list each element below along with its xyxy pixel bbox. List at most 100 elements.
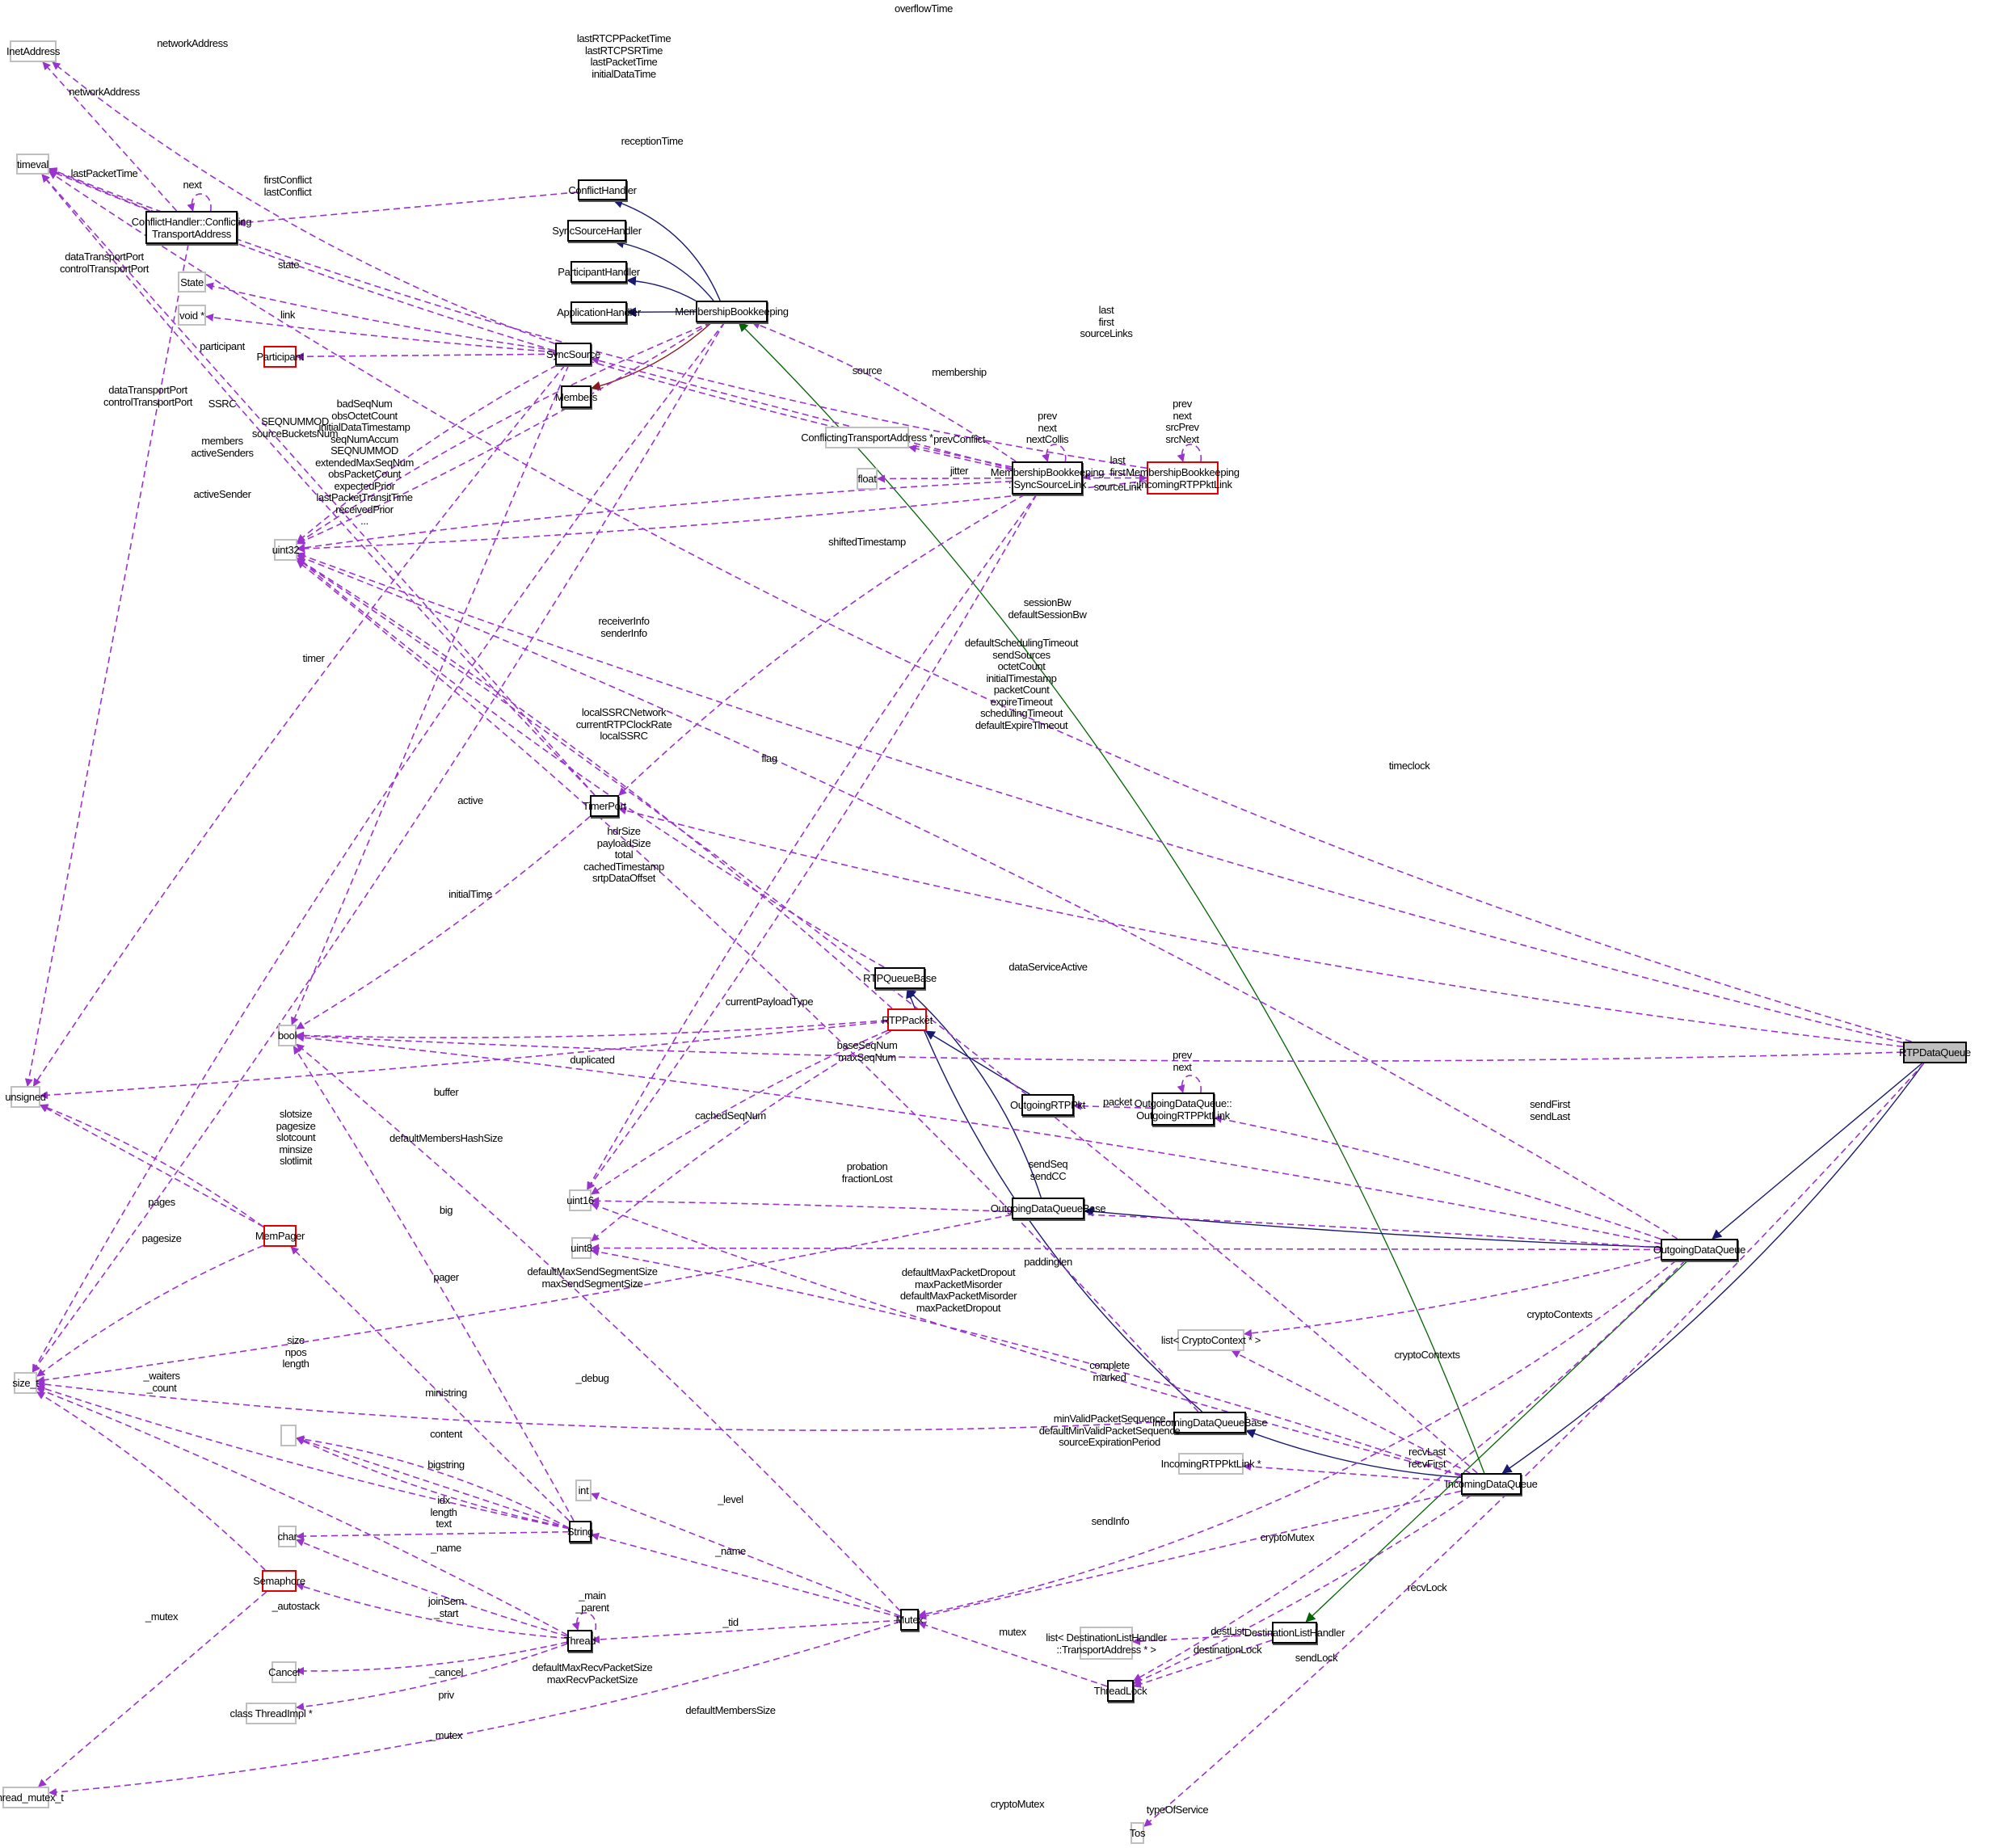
node-incoming-data-queue[interactable]: IncomingDataQueue [1445,1473,1538,1495]
edge-send-seq [591,1197,1661,1249]
edge-tid [592,1619,901,1644]
node-semaphore[interactable]: Semaphore [253,1570,305,1592]
node-unnamed-type[interactable] [280,1425,297,1446]
edge-protected-membership-bookkeeping [738,322,1485,1474]
edge-label-hdr-size-group: hdrSize payloadSize total cachedTimestam… [583,825,664,884]
node-conflicting-transport-address[interactable]: ConflictHandler::Conflicting TransportAd… [132,211,252,244]
node-participant-handler[interactable]: ParticipantHandler [558,261,640,283]
edge-label-shifted-timestamp: shiftedTimestamp [828,536,906,548]
node-class-thread-impl[interactable]: class ThreadImpl * [230,1703,313,1724]
edge-inherit-outgoing-data-queue [1712,1063,1922,1240]
node-size-t[interactable]: size_t [12,1372,39,1394]
edge-label-send-first: sendFirst sendLast [1530,1098,1570,1122]
node-outgoing-data-queue-base[interactable]: OutgoingDataQueueBase [991,1198,1106,1219]
node-timer-port[interactable]: TimerPort [583,795,626,817]
node-outgoing-rtp-pkt[interactable]: OutgoingRTPPkt [1010,1094,1085,1116]
edge-label-idx-length-text: idx length text [430,1494,457,1530]
edge-label-level: _level [718,1493,743,1505]
node-conflicting-transport-address-pointer[interactable]: ConflictingTransportAddress * [801,427,933,448]
edge-label-complete-marked: complete marked [1089,1359,1130,1383]
node-timeval[interactable]: timeval [16,154,49,175]
node-tos[interactable]: Tos [1130,1822,1145,1844]
node-outgoing-rtp-pkt-link[interactable]: OutgoingDataQueue:: OutgoingRTPPktLink [1135,1092,1232,1126]
edge-base-seq-num [587,494,1038,1190]
edge-seqnummod [297,322,712,545]
edge-label-data-transport-port: dataTransportPort controlTransportPort [59,250,149,275]
edge-current-payload-type [591,1030,891,1242]
node-thread[interactable]: Thread [564,1630,596,1652]
node-uint16[interactable]: uint16 [566,1189,594,1211]
edge-data-transport-port [24,243,189,1087]
edge-autostack [36,1387,568,1635]
edge-label-padding-len: paddinglen [1024,1256,1072,1268]
node-state[interactable]: State [178,272,206,293]
node-pthread-mutex-t[interactable]: pthread_mutex_t [0,1787,64,1808]
node-void-pointer[interactable]: void * [178,305,206,326]
node-sync-source[interactable]: SyncSource [546,343,600,365]
node-bool[interactable]: bool [278,1025,297,1046]
edge-label-pages: pages [148,1196,175,1208]
node-float[interactable]: float [857,468,878,490]
node-inetaddress[interactable]: InetAddress [6,40,60,62]
node-conflict-handler[interactable]: ConflictHandler [568,179,637,200]
node-char[interactable]: char [277,1526,297,1547]
node-rtp-data-queue[interactable]: RTPDataQueue [1899,1042,1971,1063]
node-outgoing-data-queue[interactable]: OutgoingDataQueue [1653,1239,1745,1261]
edge-self-next [187,193,212,212]
edge-hdr-size [297,558,893,1009]
node-string[interactable]: String [567,1521,593,1543]
node-membership-bookkeeping[interactable]: MembershipBookkeeping [675,301,789,322]
edge-join-sem-start [296,1582,568,1640]
edge-label-default-max-packet-dropout-group: defaultMaxPacketDropout maxPacketMisorde… [899,1266,1017,1314]
edge-label-data-transport-port-2: dataTransportPort controlTransportPort [103,384,193,408]
node-participant[interactable]: Participant [256,346,304,368]
edge-waiters-count [36,1391,266,1571]
edge-send-first [1214,1114,1661,1240]
node-destination-list-handler[interactable]: DestinationListHandler [1244,1622,1345,1644]
node-uint8[interactable]: uint8 [571,1237,592,1259]
edge-jitter [877,474,1013,483]
edge-label-current-payload-type: currentPayloadType [725,996,814,1008]
node-list-crypto-context[interactable]: list< CryptoContext * > [1161,1329,1261,1351]
node-mutex[interactable]: Mutex [896,1609,924,1631]
edge-inherit-sync-source-handler [614,238,714,301]
node-thread-lock[interactable]: ThreadLock [1094,1680,1147,1702]
edge-padding-len [591,1244,1661,1252]
edge-initial-time [41,174,596,796]
edge-label-cancel: _cancel [428,1666,464,1678]
node-uint32[interactable]: uint32 [272,539,300,561]
node-unsigned[interactable]: unsigned [5,1086,46,1108]
edge-label-members: members activeSenders [191,435,254,459]
edge-size-npos-length [36,1384,570,1530]
edge-mutex [38,1591,267,1787]
edge-private-members [591,322,713,391]
edge-label-default-members-hash-size: defaultMembersHashSize [389,1132,503,1144]
node-sync-source-link[interactable]: MembershipBookkeeping ::SyncSourceLink [991,461,1105,495]
node-cancel[interactable]: Cancel [268,1661,300,1683]
edge-buffer [40,1021,888,1100]
node-mem-pager[interactable]: MemPager [255,1225,305,1247]
edge-label-waiters-count: _waiters _count [143,1370,180,1394]
edge-membership [752,321,1017,462]
edge-label-prev-next-src: prev next srcPrev srcNext [1165,398,1199,445]
node-rtp-packet[interactable]: RTPPacket [882,1008,933,1031]
edge-inherit-participant-handler [626,276,697,301]
edge-inherit-incoming-data-queue [1501,1063,1925,1474]
edge-first-conflict [237,191,579,227]
node-list-destination-transport-address[interactable]: list< DestinationListHandler ::Transport… [1046,1627,1167,1660]
node-rtp-queue-base[interactable]: RTPQueueBase [863,967,937,989]
node-members[interactable]: Members [555,385,597,408]
edge-self-prev-next [1177,1075,1202,1093]
node-incoming-rtp-pkt-link-pointer[interactable]: IncomingRTPPktLink * [1161,1453,1261,1475]
node-application-handler[interactable]: ApplicationHandler [557,301,641,323]
edge-label-overflow-time: overflowTime [894,2,954,15]
edge-debug [296,1043,901,1612]
edge-label-source: source [852,364,882,377]
edge-label-tid: _tid [722,1616,739,1628]
node-incoming-rtp-pkt-link[interactable]: MembershipBookkeeping ::IncomingRTPPktLi… [1126,461,1240,495]
node-incoming-data-queue-base[interactable]: IncomingDataQueueBase [1152,1412,1268,1433]
edge-name-2 [591,1532,901,1619]
node-int[interactable]: int [575,1480,592,1501]
edge-label-bad-seq-num-group: badSeqNum obsOctetCount initialDataTimes… [315,398,414,527]
node-sync-source-handler[interactable]: SyncSourceHandler [552,220,642,242]
